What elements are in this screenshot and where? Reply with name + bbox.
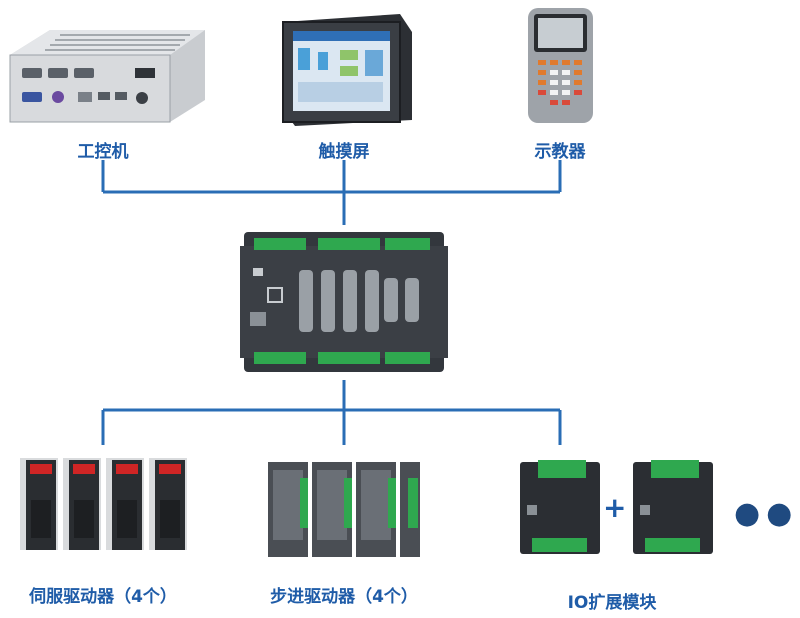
label-stepper-drives: 步进驱动器（4个） (270, 587, 418, 607)
touchscreen-image (282, 14, 412, 126)
io-modules-image (520, 460, 713, 554)
label-io-modules: IO扩展模块 (567, 593, 657, 613)
servo-drives-image (20, 458, 187, 550)
teach-pendant-image (528, 8, 593, 123)
io-module (520, 460, 600, 554)
motion-controller-image (240, 232, 448, 372)
servo-drive (106, 458, 144, 550)
plus-sign: + (603, 491, 627, 524)
connector-lines (101, 160, 562, 445)
label-teach-pendant: 示教器 (534, 142, 586, 162)
more-dots: ●●● (734, 496, 800, 531)
servo-drive (20, 458, 58, 550)
servo-drive (63, 458, 101, 550)
stepper-drive (312, 462, 352, 557)
stepper-drive (400, 462, 420, 557)
stepper-drive (268, 462, 308, 557)
industrial-pc-image (9, 30, 205, 123)
label-industrial-pc: 工控机 (77, 142, 129, 162)
io-module (633, 460, 713, 554)
label-servo-drives: 伺服驱动器（4个） (29, 587, 177, 607)
servo-drive (149, 458, 187, 550)
stepper-drive (356, 462, 396, 557)
stepper-drives-image (268, 462, 420, 557)
label-touchscreen: 触摸屏 (318, 142, 370, 162)
